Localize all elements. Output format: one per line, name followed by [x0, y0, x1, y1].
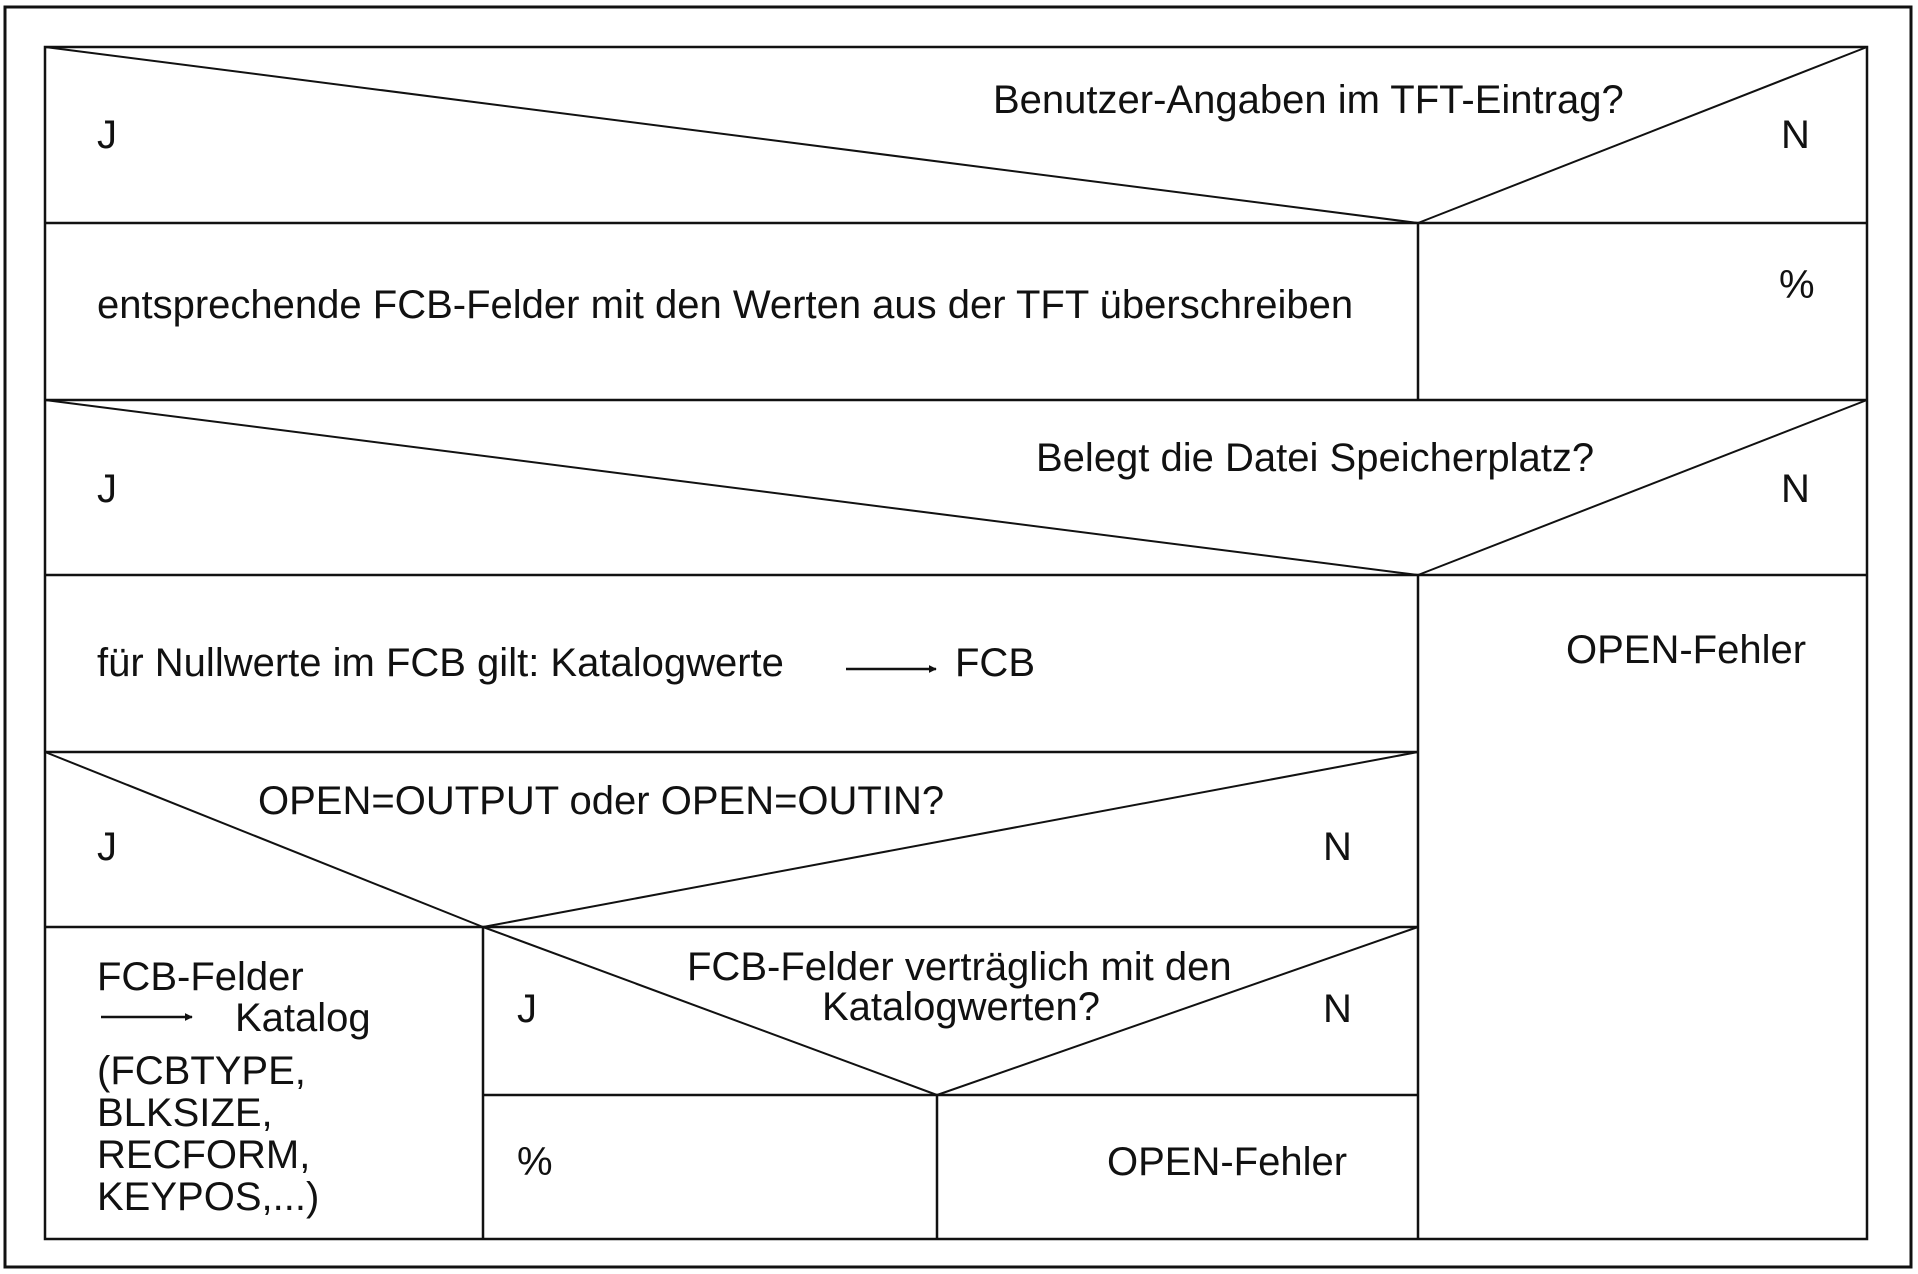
decision1-diagonal-right — [1418, 47, 1867, 223]
catalog-line3: (FCBTYPE, — [97, 1049, 306, 1093]
decision4-question-line2: Katalogwerten? — [822, 985, 1100, 1029]
decision4-diagonal-left — [483, 927, 937, 1095]
decision3-diagonal-right — [483, 752, 1418, 927]
decision3-diagonal-left — [45, 752, 483, 927]
action-empty-right: % — [1779, 263, 1815, 307]
decision2-diagonal-left — [45, 400, 1418, 575]
decision1-no-label: N — [1781, 113, 1810, 157]
catalog-line5: RECFORM, — [97, 1133, 310, 1177]
open-error-outer: OPEN-Fehler — [1566, 628, 1806, 672]
catalog-line4: BLKSIZE, — [97, 1091, 273, 1135]
decision1-yes-label: J — [97, 113, 117, 157]
structogram-border — [45, 47, 1867, 1239]
catalog-line6: KEYPOS,...) — [97, 1175, 319, 1219]
action-overwrite-fields: entsprechende FCB-Felder mit den Werten … — [97, 283, 1353, 327]
decision2-diagonal-right — [1418, 400, 1867, 575]
decision1-diagonal-left — [45, 47, 1418, 223]
open-error-inner: OPEN-Fehler — [1107, 1140, 1347, 1184]
decision4-no-label: N — [1323, 987, 1352, 1031]
decision2-question: Belegt die Datei Speicherplatz? — [1036, 436, 1594, 480]
decision3-yes-label: J — [97, 825, 117, 869]
action-null-values-target: FCB — [955, 641, 1035, 685]
action-empty-inner: % — [517, 1140, 553, 1184]
decision4-yes-label: J — [517, 987, 537, 1031]
decision4-diagonal-right — [937, 927, 1418, 1095]
decision3-no-label: N — [1323, 825, 1352, 869]
decision2-no-label: N — [1781, 467, 1810, 511]
action-null-values-text: für Nullwerte im FCB gilt: Katalogwerte — [97, 641, 784, 685]
decision2-yes-label: J — [97, 467, 117, 511]
outer-frame — [5, 7, 1911, 1267]
catalog-line2: Katalog — [235, 996, 371, 1040]
decision4-question-line1: FCB-Felder verträglich mit den — [687, 945, 1232, 989]
catalog-line1: FCB-Felder — [97, 955, 304, 999]
decision3-question: OPEN=OUTPUT oder OPEN=OUTIN? — [258, 779, 944, 823]
decision1-question: Benutzer-Angaben im TFT-Eintrag? — [993, 78, 1624, 122]
